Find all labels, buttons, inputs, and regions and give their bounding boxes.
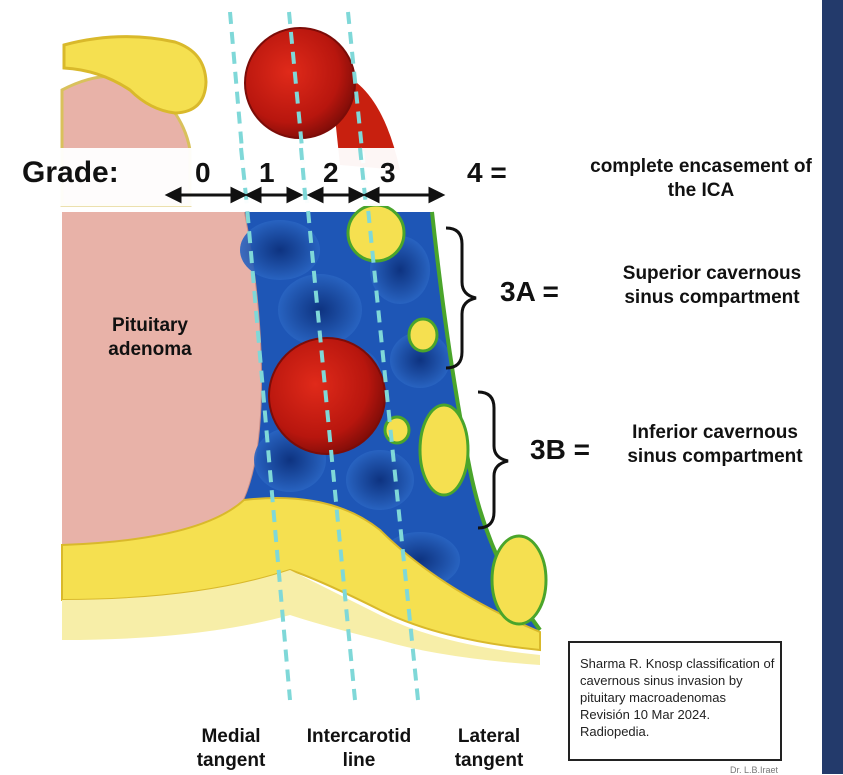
pituitary-adenoma-label: Pituitary adenoma: [70, 314, 230, 362]
lateral-tangent-label: Lateral tangent: [434, 725, 544, 773]
venous-blob: [240, 220, 320, 280]
grade-2-label: 2: [323, 157, 339, 189]
grade-4-description: complete encasement of the ICA: [578, 155, 824, 203]
grade-4-label: 4 =: [467, 157, 507, 189]
citation-box: Sharma R. Knosp classification of cavern…: [568, 641, 782, 761]
grade-title: Grade:: [22, 156, 119, 190]
citation-text: Sharma R. Knosp classification of cavern…: [580, 655, 776, 740]
grade-3b-label: 3B =: [530, 434, 590, 466]
cranial-nerve-IV: [409, 319, 437, 351]
lower-adenoma-body: [62, 212, 262, 545]
grade-3b-description: Inferior cavernous sinus compartment: [606, 421, 824, 469]
cranial-nerve-V1: [420, 405, 468, 495]
grade-3a-label: 3A =: [500, 276, 559, 308]
cranial-nerve-III: [348, 205, 404, 261]
grade-3a-description: Superior cavernous sinus compartment: [598, 262, 826, 310]
grade-3-label: 3: [380, 157, 396, 189]
medial-tangent-label: Medial tangent: [178, 725, 284, 773]
grade-0-label: 0: [195, 157, 211, 189]
intercarotid-line-label: Intercarotid line: [294, 725, 424, 773]
venous-blob: [346, 450, 414, 510]
grade-1-label: 1: [259, 157, 275, 189]
brace-3B: [478, 392, 508, 528]
cranial-nerve-V2: [492, 536, 546, 624]
right-sidebar: [822, 0, 843, 774]
